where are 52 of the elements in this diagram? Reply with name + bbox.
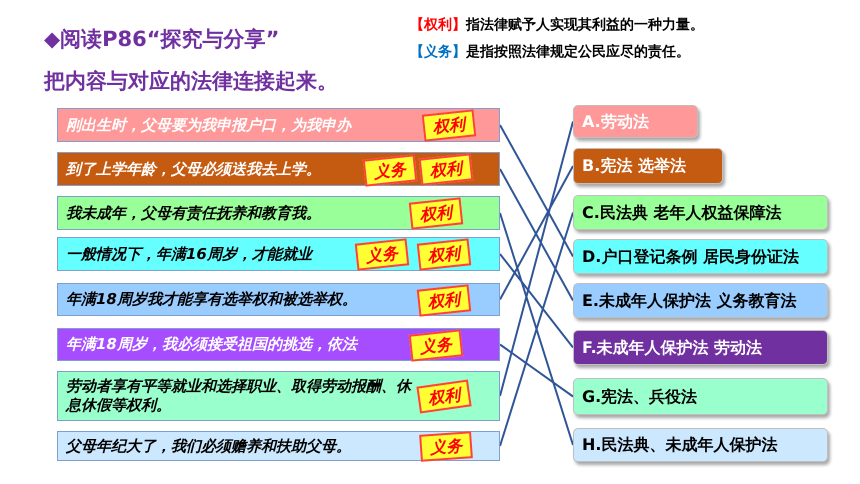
law-name: G.宪法、兵役法 [582, 386, 698, 408]
statement-box [57, 283, 500, 316]
law-option-box [573, 330, 828, 365]
instruction-text: 把内容与对应的法律连接起来。 [44, 68, 338, 95]
statement-box [57, 371, 500, 421]
law-name: H.民法典、未成年人保护法 [582, 434, 778, 456]
connector-line [499, 121, 574, 396]
stamp-label: 权利 [422, 109, 476, 142]
connector-line [499, 253, 574, 348]
stamp-label: 义务 [354, 238, 410, 271]
stamp-label: 义务 [362, 154, 418, 187]
statement-text: 到了上学年龄，父母必须送我去上学。 [66, 160, 321, 178]
law-name: B.宪法 选举法 [582, 155, 686, 177]
law-option-box [573, 239, 828, 274]
statement-text: 劳动者享有平等就业和选择职业、取得劳动报酬、休息休假等权利。 [66, 377, 411, 415]
statement-text: 我未成年，父母有责任抚养和教育我。 [66, 204, 321, 222]
law-name: E.未成年人保护法 义务教育法 [582, 290, 797, 312]
title: ◆阅读P86“探究与分享” [44, 26, 280, 53]
statement-text: 一般情况下，年满16周岁，才能就业 [66, 244, 312, 264]
statement-box [57, 328, 500, 361]
stamp-label: 义务 [408, 329, 464, 362]
statement-text: 年满18周岁，我必须接受祖国的挑选，依法 [66, 335, 357, 354]
connector-line [499, 344, 574, 398]
connector-line [499, 124, 574, 257]
term-tag: 【义务】 [410, 42, 466, 63]
law-option-box [573, 195, 828, 230]
law-name: F.未成年人保护法 劳动法 [582, 336, 762, 358]
statement-box [57, 152, 500, 186]
statement-box [57, 108, 500, 142]
law-option-box [573, 428, 828, 462]
law-name: D.户口登记条例 居民身份证法 [582, 246, 799, 268]
law-name: A.劳动法 [582, 110, 649, 132]
statement-text: 年满18周岁我才能享有选举权和被选举权。 [66, 290, 357, 309]
stamp-label: 权利 [418, 153, 474, 186]
term-tag: 【权利】 [410, 15, 466, 36]
definition-text: 指法律赋予人实现其利益的一种力量。 [466, 16, 704, 35]
statement-box [57, 431, 500, 461]
law-option-box [573, 105, 698, 138]
statement-box [57, 237, 500, 271]
stamp-label: 权利 [416, 238, 472, 271]
statement-text: 刚出生时，父母要为我申报户口，为我申办 [66, 116, 351, 134]
stamp-label: 权利 [416, 380, 472, 414]
stamp-label: 义务 [419, 431, 473, 462]
stamp-label: 权利 [416, 284, 472, 317]
law-option-box [573, 378, 828, 415]
statement-text: 父母年纪大了，我们必须赡养和扶助父母。 [66, 436, 351, 456]
law-option-box [573, 148, 723, 184]
statement-box [57, 196, 500, 230]
stamp-label: 权利 [408, 197, 464, 230]
law-name: C.民法典 老年人权益保障法 [582, 202, 782, 224]
definition-text: 是指按照法律规定公民应尽的责任。 [466, 42, 690, 62]
law-option-box [573, 283, 828, 318]
